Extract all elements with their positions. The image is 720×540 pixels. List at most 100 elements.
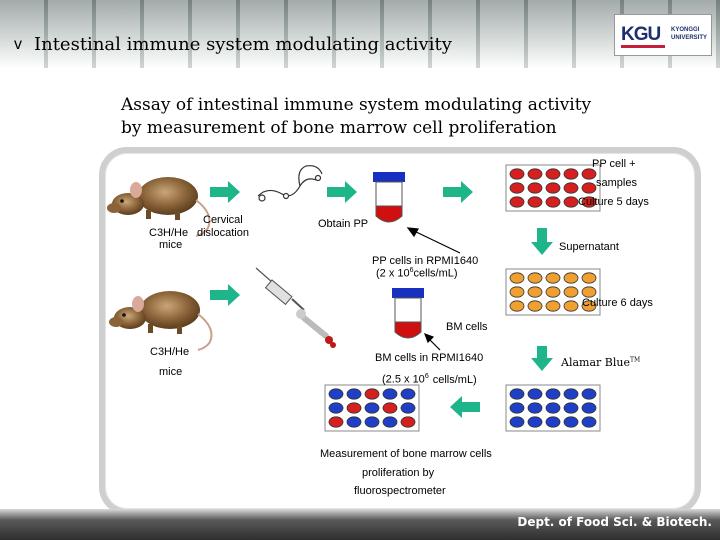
label-bm-cells: BM cells [446,321,488,333]
plate-well [563,416,579,428]
label-culture-6: Culture 6 days [582,297,653,309]
mouse-icon-bottom [109,291,213,351]
slide-title: Intestinal immune system modulating acti… [34,34,452,55]
plate-well [527,196,543,208]
plate-well [545,402,561,414]
tube-icon-bm [392,288,424,339]
intestine-icon [257,165,323,202]
plate-well [563,272,579,284]
plate-well [509,388,525,400]
plate-well [527,168,543,180]
plate-measurement [324,384,420,432]
plate-well [328,388,344,400]
plate-well [509,272,525,284]
plate-well [509,300,525,312]
plate-well [364,388,380,400]
bullet-icon: v [14,36,22,53]
plate-well [545,272,561,284]
plate-well [382,402,398,414]
arrow-supernatant-down [531,228,553,255]
plate-well [382,388,398,400]
logo-subtext: KYONGGI UNIVERSITY [671,27,708,41]
plate-well [581,402,597,414]
label-pp-rpmi: PP cells in RPMI1640 [372,255,479,267]
plate-well [581,286,597,298]
plate-well [509,416,525,428]
plate-well [328,416,344,428]
plate-well [545,196,561,208]
label-pp-concentration: (2 x 106cells/mL) [376,267,458,280]
arrow-4 [210,284,240,306]
header-bar: v Intestinal immune system modulating ac… [0,0,720,68]
plate-well [509,196,525,208]
label-culture-5: Culture 5 days [578,196,649,208]
label-measurement-1: Measurement of bone marrow cells [320,448,492,460]
plate-well [400,416,416,428]
plate-well [346,416,362,428]
plate-well [400,388,416,400]
plate-well [509,286,525,298]
plate-well [581,300,597,312]
arrow-1 [210,181,240,203]
label-mouse-bottom-strain: C3H/He [150,346,190,358]
plate-well [509,402,525,414]
pointer-line-bm [423,332,441,351]
label-supernatant: Supernatant [559,241,619,253]
plate-well [527,300,543,312]
bone-icon [296,309,336,348]
plate-culture-6-days [505,268,601,316]
university-logo: KGU KYONGGI UNIVERSITY [614,14,712,56]
label-mouse-bottom-mice: mice [159,366,183,378]
plate-well [382,416,398,428]
label-alamar-blue: Alamar BlueTM [561,356,641,369]
plate-well [346,388,362,400]
plate-well [509,168,525,180]
plate-well [563,182,579,194]
arrow-2 [327,181,357,203]
footer-bar: Dept. of Food Sci. & Biotech. [0,509,720,540]
plate-well [509,182,525,194]
syringe-icon [255,267,305,311]
plate-well [527,388,543,400]
plate-well [581,182,597,194]
label-dislocation: dislocation [197,227,249,239]
footer-department: Dept. of Food Sci. & Biotech. [517,515,712,529]
plate-well [545,182,561,194]
pointer-line-pp [406,227,461,254]
plate-well [581,388,597,400]
plate-well [527,272,543,284]
plate-well [545,300,561,312]
logo-text: KGU [621,24,661,45]
plate-well [545,416,561,428]
plate-well [581,168,597,180]
label-samples: samples [596,177,637,189]
logo-bar [621,45,665,48]
plate-well [364,416,380,428]
plate-well [563,402,579,414]
plate-well [545,388,561,400]
plate-well [527,286,543,298]
plate-well [563,168,579,180]
slide-subtitle: Assay of intestinal immune system modula… [121,95,592,138]
plate-well [545,286,561,298]
plate-well [328,402,344,414]
label-measurement-3: fluorospectrometer [354,485,446,497]
plate-well [563,388,579,400]
label-mouse-top-strain: C3H/He [149,227,189,239]
label-obtain-pp: Obtain PP [318,218,369,230]
label-bm-rpmi: BM cells in RPMI1640 [375,352,484,364]
plate-well [545,168,561,180]
plate-well [563,286,579,298]
label-measurement-2: proliferation by [362,467,435,479]
arrow-3 [443,181,473,203]
label-mouse-top-mice: mice [159,239,183,251]
plate-well [581,272,597,284]
mouse-icon-top [107,177,211,237]
arrow-left [450,396,480,418]
label-cervical: Cervical [203,214,243,226]
plate-well [527,416,543,428]
arrow-alamar-down [531,346,553,371]
plate-well [563,300,579,312]
plate-well [581,416,597,428]
